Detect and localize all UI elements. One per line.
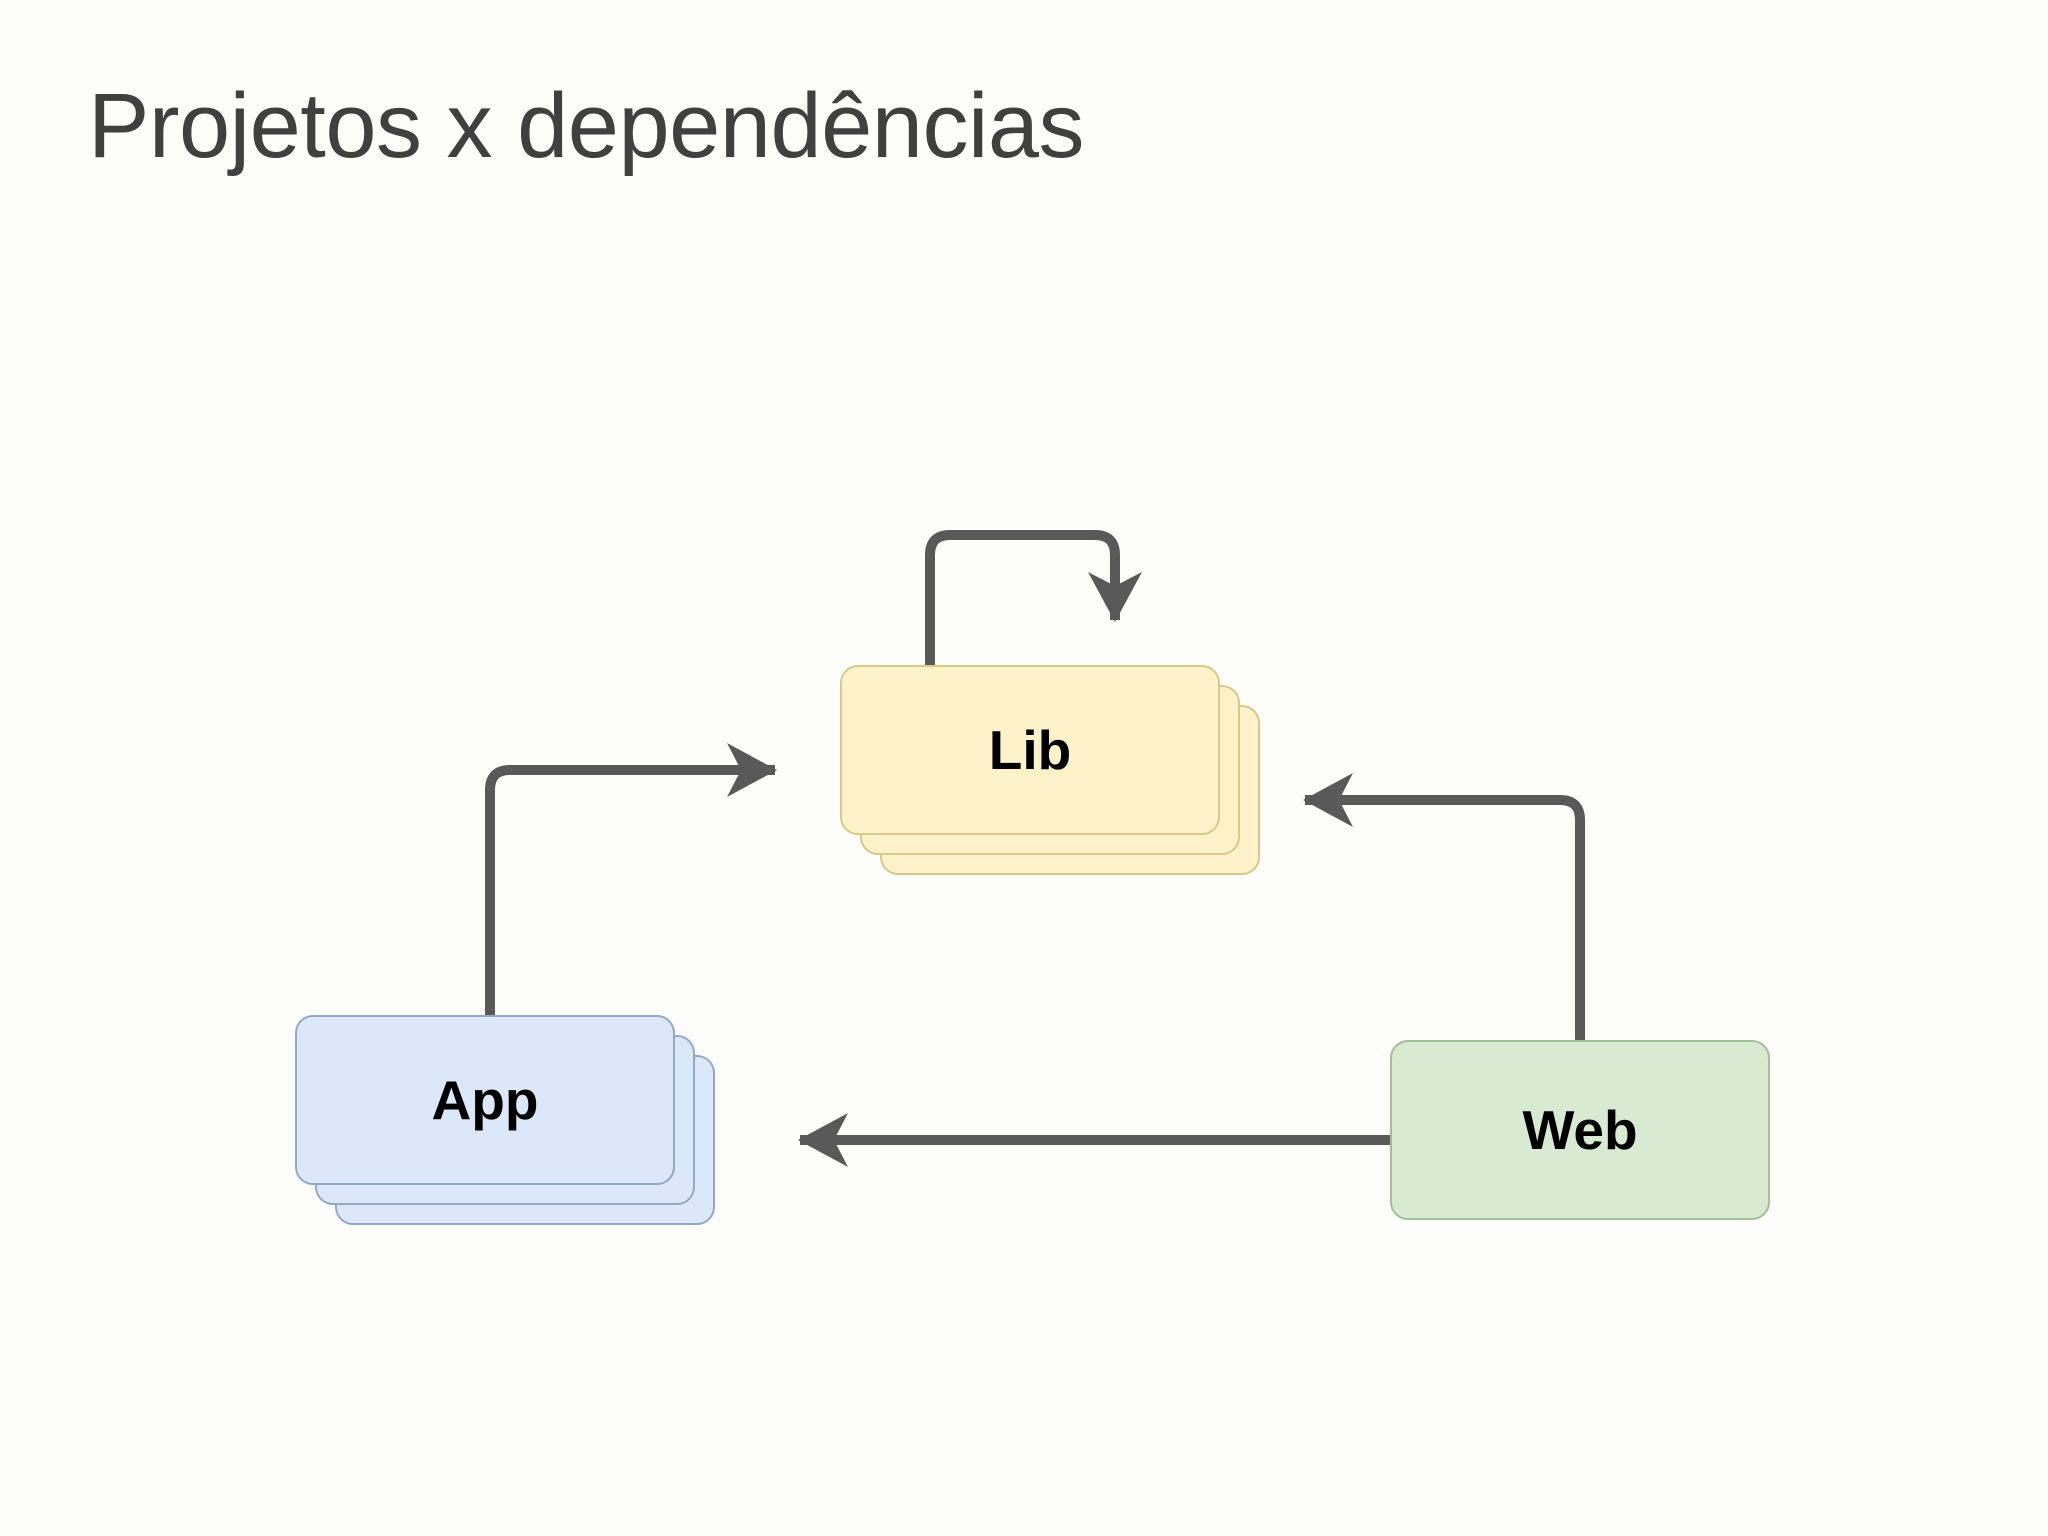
node-app-stack-card-1[interactable]: App [295,1015,675,1185]
node-web-card[interactable]: Web [1390,1040,1770,1220]
edge-lib-self [925,530,1142,667]
node-app-label: App [431,1069,539,1131]
node-web[interactable]: Web [1390,1040,1770,1220]
node-lib-stack-card-1[interactable]: Lib [840,665,1220,835]
node-app[interactable]: App [295,1015,715,1225]
node-web-label: Web [1522,1099,1638,1161]
node-lib-label: Lib [988,719,1072,781]
edge-web-to-lib [1303,773,1585,1045]
edge-app-to-lib [485,743,777,1020]
node-lib[interactable]: Lib [840,665,1260,875]
page-title: Projetos x dependências [88,75,1085,177]
